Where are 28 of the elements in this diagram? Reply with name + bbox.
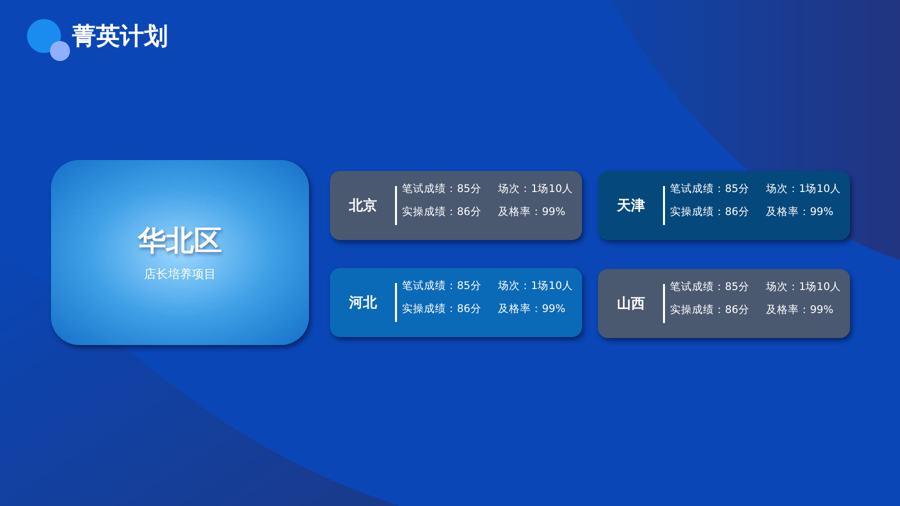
stat-text: 实操成绩：86分 — [402, 205, 482, 219]
city-card — [330, 171, 582, 240]
city-card — [598, 269, 850, 338]
stat-text: 及格率：99% — [498, 205, 566, 219]
city-name: 山西 — [617, 294, 645, 312]
stat-text: 场次：1场10人 — [498, 182, 574, 196]
region-card — [51, 160, 309, 345]
city-name: 天津 — [617, 196, 645, 214]
stat-text: 实操成绩：86分 — [670, 303, 750, 317]
stat-text: 笔试成绩：85分 — [402, 182, 482, 196]
stat-text: 笔试成绩：85分 — [402, 279, 482, 293]
city-name: 北京 — [349, 196, 377, 214]
region-subtitle: 店长培养项目 — [143, 266, 217, 282]
city-name: 河北 — [349, 294, 377, 312]
stat-text: 及格率：99% — [766, 303, 834, 317]
stat-text: 实操成绩：86分 — [402, 302, 482, 316]
stat-text: 及格率：99% — [766, 205, 834, 219]
title: 菁英计划 — [72, 21, 168, 52]
stat-text: 及格率：99% — [498, 302, 566, 316]
stat-text: 场次：1场10人 — [498, 279, 574, 293]
stat-text: 实操成绩：86分 — [670, 205, 750, 219]
stat-text: 笔试成绩：85分 — [670, 280, 750, 294]
city-card — [598, 171, 850, 240]
stat-text: 场次：1场10人 — [766, 182, 842, 196]
stat-text: 笔试成绩：85分 — [670, 182, 750, 196]
city-card — [330, 268, 582, 337]
stat-text: 场次：1场10人 — [766, 280, 842, 294]
region-heading: 华北区 — [136, 224, 223, 258]
